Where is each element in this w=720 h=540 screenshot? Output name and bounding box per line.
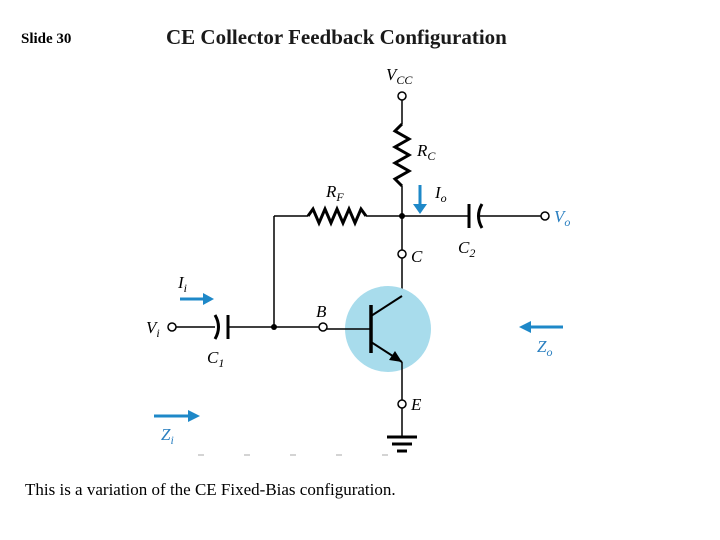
c-node-label: C	[411, 247, 423, 266]
vo-terminal	[540, 211, 550, 221]
io-arrow	[413, 185, 427, 214]
zi-label: Zi	[161, 425, 174, 447]
c1-capacitor	[213, 314, 230, 340]
ii-arrow	[180, 293, 214, 305]
e-node-label: E	[410, 395, 422, 414]
base-junction	[271, 324, 277, 330]
vo-label: Vo	[554, 207, 570, 229]
ground-symbol	[387, 435, 417, 453]
rc-resistor	[391, 122, 413, 188]
zo-label: Zo	[537, 337, 552, 359]
rf-resistor	[306, 205, 368, 227]
zo-arrow	[519, 321, 563, 333]
b-node-label: B	[316, 302, 327, 321]
slide-title: CE Collector Feedback Configuration	[166, 25, 507, 49]
npn-transistor	[327, 286, 431, 372]
rf-label: RF	[325, 182, 344, 204]
vcc-terminal	[397, 91, 407, 124]
vi-terminal	[167, 322, 177, 332]
vi-label: Vi	[146, 318, 160, 340]
c-node	[397, 249, 407, 259]
ii-label: Ii	[177, 273, 187, 295]
vcc-label: VCC	[386, 65, 413, 87]
io-label: Io	[434, 183, 447, 205]
e-node	[397, 399, 407, 409]
rc-label: RC	[416, 141, 436, 163]
slide-number: Slide 30	[21, 31, 72, 47]
slide-caption: This is a variation of the CE Fixed-Bias…	[25, 480, 396, 499]
c2-label: C2	[458, 238, 475, 260]
c1-label: C1	[207, 348, 224, 370]
b-node	[318, 322, 328, 332]
zi-arrow	[154, 410, 200, 422]
